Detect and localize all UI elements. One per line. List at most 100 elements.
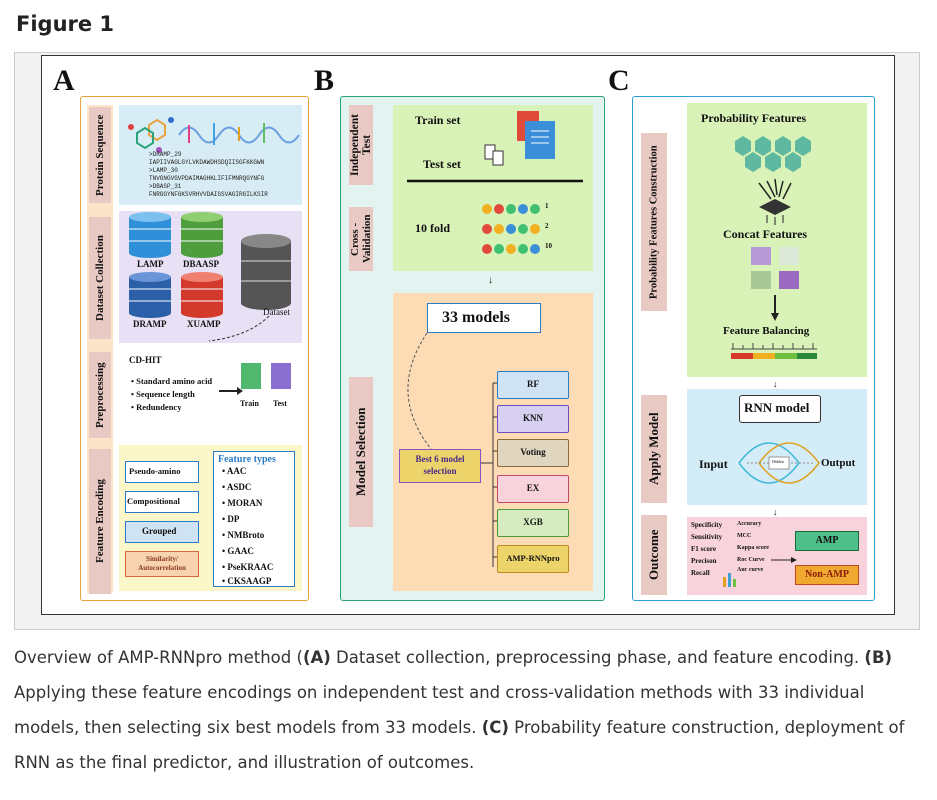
feature-type-item: • GAAC <box>222 546 254 556</box>
feature-type-item: • CKSAAGP <box>222 576 272 586</box>
sequence-line-1: >DRAMP_29 <box>149 151 182 158</box>
amp-badge: AMP <box>795 531 859 551</box>
metric-accuracy: Accuracy <box>737 521 762 527</box>
database-lamp-icon <box>129 212 171 258</box>
feature-type-item: • MORAN <box>222 498 263 508</box>
dataset-icon <box>241 234 291 310</box>
fold-label: 10 fold <box>415 221 451 235</box>
figure-heading: Figure 1 <box>16 12 115 36</box>
database-dbaasp-icon <box>181 212 223 258</box>
model-xgb: XGB <box>497 509 569 537</box>
step-standard-amino-acid: • Standard amino acid <box>131 376 213 386</box>
metric-f1-score: F1 score <box>691 545 716 553</box>
dataset-collection-box: LAMP DBAASP DRAMP XUAMP Dataset <box>119 211 302 343</box>
panel-b-letter: B <box>314 64 335 97</box>
dataset-label: Dataset <box>263 307 290 317</box>
encoder-compositional: Compositional <box>125 491 199 513</box>
sequence-line-4: TNVGNGVGVPDAIMAGHKLIFIFMNRQGYNFG <box>149 175 265 182</box>
encoder-pseudo-amino: Pseudo-amino <box>125 461 199 483</box>
preprocessing-label: Preprocessing <box>89 352 111 438</box>
fold-number: 10 <box>545 242 552 250</box>
fold-diagram <box>482 204 540 254</box>
hexagon-cluster <box>731 136 817 359</box>
metric-recall: Recall <box>691 569 710 577</box>
feature-type-item: • PseKRAAC <box>222 562 274 572</box>
non-amp-badge: Non-AMP <box>795 565 859 585</box>
encoder-similarity: Similarity/ Autocorrelation <box>125 551 199 577</box>
metric-precison: Precison <box>691 557 717 565</box>
sequence-line-5: >DBASP_31 <box>149 183 182 190</box>
caption-text: Applying these feature encodings on inde… <box>14 683 865 737</box>
test-label: Test <box>273 399 287 408</box>
protein-sequence-box: >DRAMP_29 IAPIIVAGLGYLVKDAWDHSDQIISGFKKG… <box>119 105 302 205</box>
output-label: Output <box>821 457 856 469</box>
database-xuamp-icon <box>181 272 223 318</box>
outcome-box: Specificity Sensitivity F1 score Preciso… <box>687 517 867 595</box>
train-file-icon <box>241 363 261 389</box>
feature-balancing-label: Feature Balancing <box>723 325 810 337</box>
model-knn: KNN <box>497 405 569 433</box>
document-icon <box>525 121 555 159</box>
panel-a: Protein Sequence Dataset Collection Prep… <box>80 96 309 601</box>
prob-features-box: Probability Features <box>687 103 867 377</box>
model-voting: Voting <box>497 439 569 467</box>
feature-type-item: • NMBroto <box>222 530 265 540</box>
caption-c: (C) <box>481 718 509 737</box>
metric-kappa-score: Kappa score <box>737 545 770 551</box>
model-selection-label: Model Selection <box>349 377 373 527</box>
step-sequence-length: • Sequence length <box>131 389 195 399</box>
fold-number: 2 <box>545 222 549 230</box>
feature-block <box>751 271 771 289</box>
rnn-model-label: RNN model <box>744 400 810 415</box>
fold-number: 1 <box>545 202 549 210</box>
test-file-icon <box>271 363 291 389</box>
db-label-dbaasp: DBAASP <box>183 259 220 269</box>
concat-features-label: Concat Features <box>723 227 808 241</box>
feature-block <box>751 247 771 265</box>
model-ex: EX <box>497 475 569 503</box>
panel-c-letter: C <box>608 64 630 97</box>
best-models-label: Best 6 model selection <box>415 454 465 476</box>
independent-test-label: Independent Test <box>349 105 373 185</box>
preprocessing-box: CD-HIT • Standard amino acid • Sequence … <box>119 349 302 439</box>
feature-types-title: Feature types <box>218 454 276 465</box>
feature-type-item: • AAC <box>222 466 247 476</box>
caption-b: (B) <box>864 648 893 667</box>
apply-model-box: RNN model Input Output Hidden <box>687 389 867 505</box>
outcome-label: Outcome <box>641 515 667 595</box>
train-set-label: Train set <box>415 113 461 127</box>
models-count-box: 33 models <box>427 303 541 333</box>
feature-types-box: Feature types • AAC • ASDC • MORAN • DP … <box>213 451 295 587</box>
prob-construction-label: Probability Features Construction <box>641 133 667 311</box>
step-redundency: • Redundency <box>131 402 182 412</box>
metric-roc-curve: Roc Curve <box>737 557 765 563</box>
hidden-label: Hidden <box>772 459 784 464</box>
caption-a: (A) <box>302 648 331 667</box>
panel-a-letter: A <box>53 64 75 97</box>
db-label-dramp: DRAMP <box>133 319 167 329</box>
feature-type-item: • ASDC <box>222 482 252 492</box>
apply-model-label: Apply Model <box>641 395 667 503</box>
panel-b: Independent Test Cross - Validation Mode… <box>340 96 605 601</box>
model-selection-box: 33 models Best 6 model selection RF KNN … <box>393 293 593 591</box>
rnn-diagram <box>738 442 820 484</box>
caption-text: Overview of AMP-RNNpro method ( <box>14 648 303 667</box>
encoder-grouped: Grouped <box>125 521 199 543</box>
input-label: Input <box>699 457 728 471</box>
feature-encoding-label: Feature Encoding <box>89 449 111 594</box>
protein-sequence-label: Protein Sequence <box>89 107 111 203</box>
cdhit-label: CD-HIT <box>129 355 162 365</box>
db-label-lamp: LAMP <box>137 259 164 269</box>
caption-text: Probability feature construction, deploy… <box>14 718 905 772</box>
model-amp-rnnpro: AMP-RNNpro <box>497 545 569 573</box>
train-test-box: Train set Test set 10 fold 1 2 10 <box>393 105 593 271</box>
rnn-model-box: RNN model <box>739 395 821 423</box>
metric-specificity: Specificity <box>691 521 723 529</box>
sequence-line-2: IAPIIVAGLGYLVKDAWDHSDQIISGFKKGWN <box>149 159 265 166</box>
cross-validation-label: Cross - Validation <box>349 207 373 271</box>
figure-caption: Overview of AMP-RNNpro method ((A) Datas… <box>14 640 919 780</box>
caption-text: Dataset collection, preprocessing phase,… <box>330 648 860 667</box>
metric-sensitivity: Sensitivity <box>691 533 723 541</box>
metric-auc-curve: Auc curve <box>737 567 764 573</box>
prob-features-title: Probability Features <box>701 111 807 125</box>
